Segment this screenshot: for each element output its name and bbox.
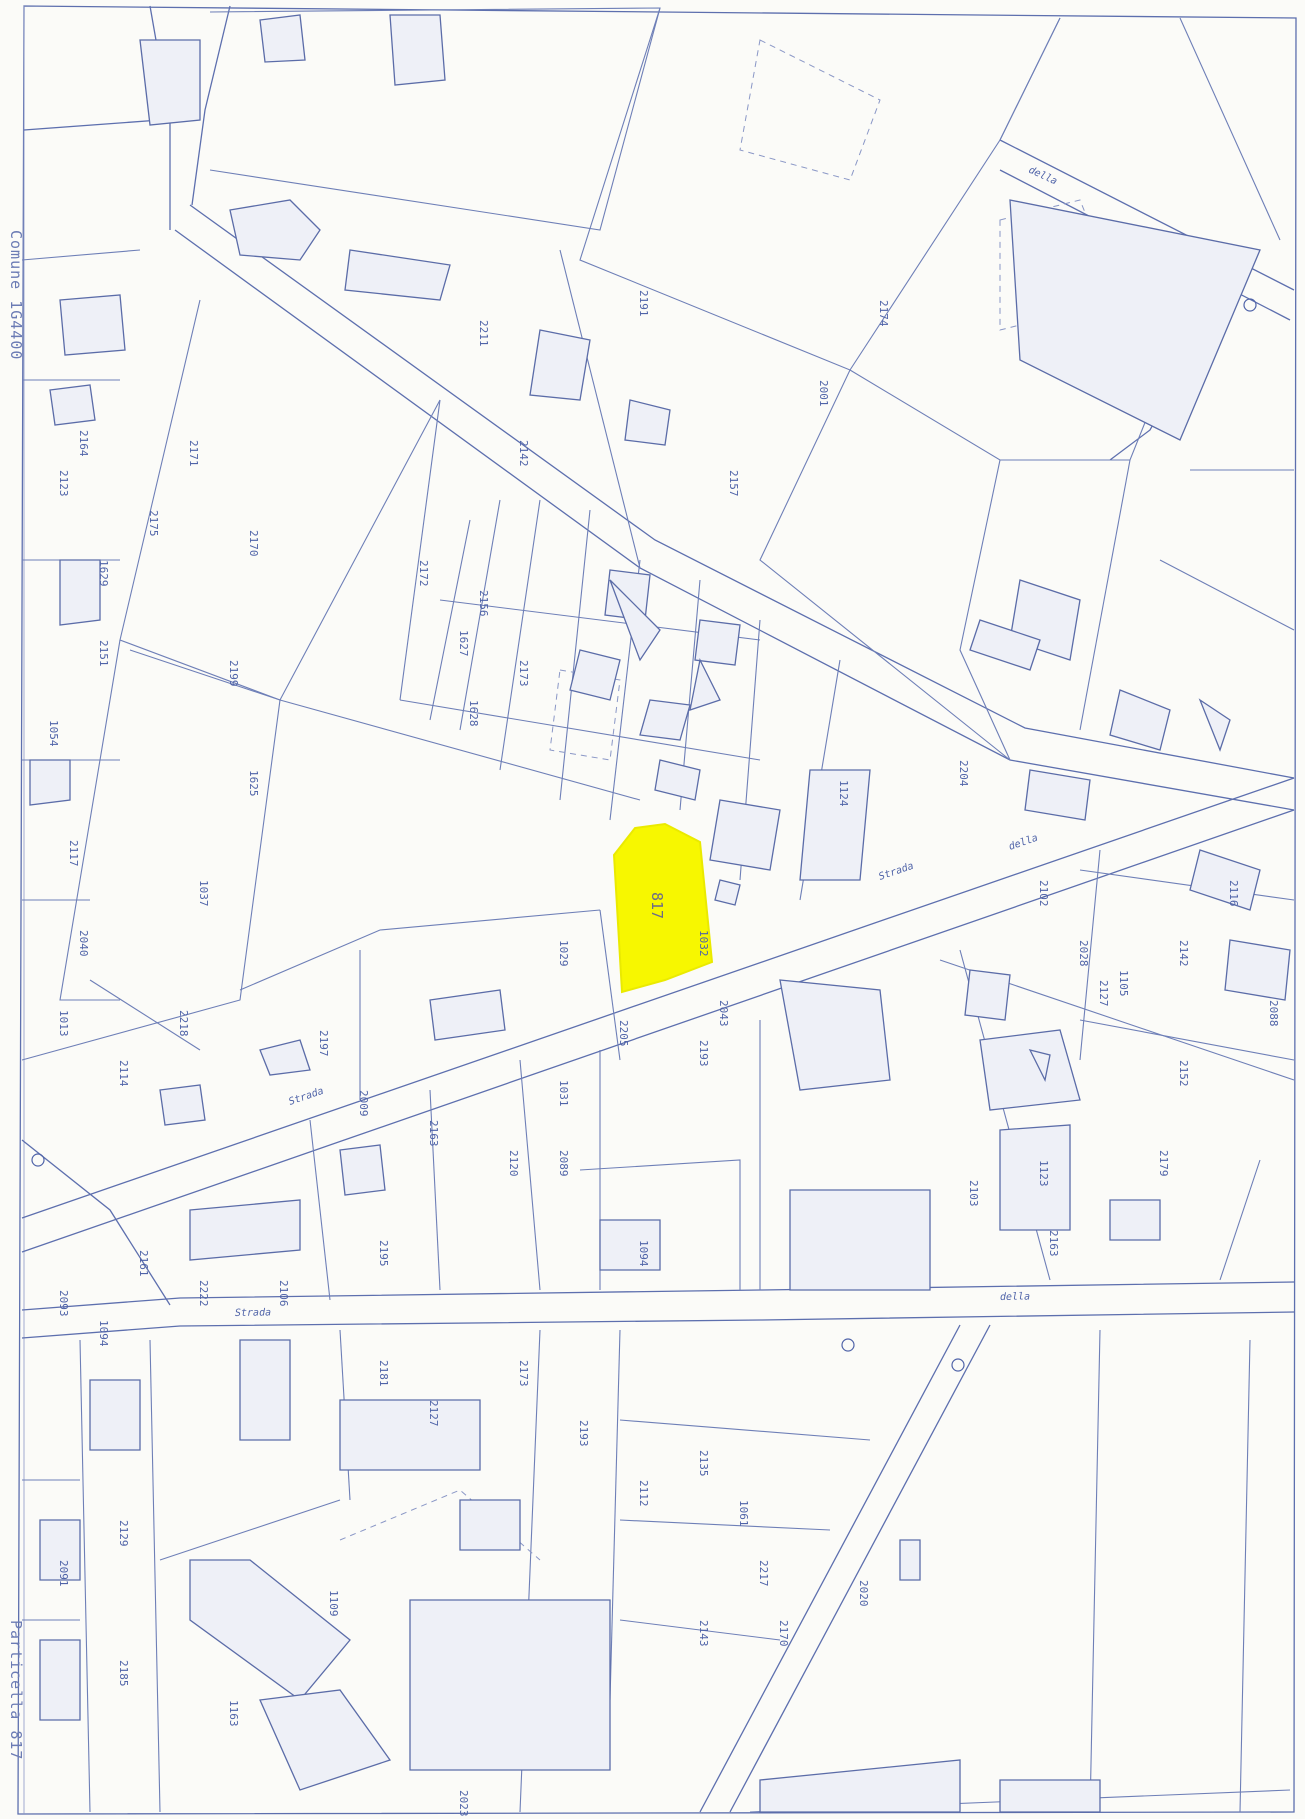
parcel-number: 2195 xyxy=(377,1240,390,1267)
parcel-number: 1625 xyxy=(247,770,260,797)
parcel-number: 1629 xyxy=(97,560,110,587)
parcel-number: 2114 xyxy=(117,1060,130,1087)
parcel-number: 2135 xyxy=(697,1450,710,1477)
parcel-number: 1013 xyxy=(57,1010,70,1037)
parcel-number: 2143 xyxy=(697,1620,710,1647)
parcel-number: 2185 xyxy=(117,1660,130,1687)
parcel-number: 2123 xyxy=(57,470,70,497)
parcel-number: 2191 xyxy=(637,290,650,317)
parcel-number: 2163 xyxy=(427,1120,440,1147)
parcel-number: 2174 xyxy=(877,300,890,327)
parcel-number: 2091 xyxy=(57,1560,70,1587)
parcel-number: 1628 xyxy=(467,700,480,727)
street-label: Strada xyxy=(235,1307,271,1319)
parcel-number: 2089 xyxy=(557,1150,570,1177)
parcel-number: 2116 xyxy=(1227,880,1240,907)
horizontal-road xyxy=(21,1281,1295,1339)
parcel-numbers: 2171 2170 2199 1625 1037 2172 2142 2156 1627 1628… xyxy=(47,290,1280,1817)
parcel-number: 2106 xyxy=(277,1280,290,1307)
parcel-number: 1061 xyxy=(737,1500,750,1527)
parcel-number: 2001 xyxy=(817,380,830,407)
parcel-number: 1109 xyxy=(327,1590,340,1617)
parcel-number: 2088 xyxy=(1267,1000,1280,1027)
parcel-number: 2142 xyxy=(517,440,530,467)
buildings xyxy=(29,14,1291,1813)
parcel-number: 1105 xyxy=(1117,970,1130,997)
parcel-number: 2157 xyxy=(727,470,740,497)
parcel-number: 2164 xyxy=(77,430,90,457)
side-label-upper: Comune 1G4400 xyxy=(7,230,25,360)
parcel-number: 2218 xyxy=(177,1010,190,1037)
parcel-number: 2043 xyxy=(717,1000,730,1027)
survey-markers xyxy=(31,298,1257,1372)
parcel-number: 2170 xyxy=(247,530,260,557)
parcel-number: 2161 xyxy=(137,1250,150,1277)
parcel-boundaries xyxy=(21,7,1295,1813)
parcel-number: 1094 xyxy=(637,1240,650,1267)
parcel-number: 2163 xyxy=(1047,1230,1060,1257)
parcel-number: 1037 xyxy=(197,880,210,907)
parcel-number: 2171 xyxy=(187,440,200,467)
parcel-number: 2112 xyxy=(637,1480,650,1507)
parcel-number: 2127 xyxy=(427,1400,440,1427)
parcel-number: 2217 xyxy=(757,1560,770,1587)
parcel-number: 2173 xyxy=(517,1360,530,1387)
parcel-number: 1029 xyxy=(557,940,570,967)
parcel-number: 2181 xyxy=(377,1360,390,1387)
sheet-frame xyxy=(17,5,1297,1815)
parcel-number: 2204 xyxy=(957,760,970,787)
parcel-number: 2117 xyxy=(67,840,80,867)
parcel-number: 2205 xyxy=(617,1020,630,1047)
parcel-number: 2193 xyxy=(697,1040,710,1067)
parcel-number: 2197 xyxy=(317,1030,330,1057)
parcel-number: 2172 xyxy=(417,560,430,587)
parcel-number: 2103 xyxy=(967,1180,980,1207)
parcel-number: 2120 xyxy=(507,1150,520,1177)
parcel-number: 2152 xyxy=(1177,1060,1190,1087)
parcel-number: 2170 xyxy=(777,1620,790,1647)
parcel-number: 1054 xyxy=(47,720,60,747)
upper-diagonal-road xyxy=(174,204,1295,811)
parcel-number: 2127 xyxy=(1097,980,1110,1007)
parcel-number: 2199 xyxy=(227,660,240,687)
parcel-number: 2179 xyxy=(1157,1150,1170,1177)
parcel-number: 2173 xyxy=(517,660,530,687)
parcel-number: 1627 xyxy=(457,630,470,657)
parcel-number: 2222 xyxy=(197,1280,210,1307)
parcel-number: 2193 xyxy=(577,1420,590,1447)
parcel-number: 2093 xyxy=(57,1290,70,1317)
parcel-number: 2040 xyxy=(77,930,90,957)
parcel-number: 2102 xyxy=(1037,880,1050,907)
parcel-number: 2151 xyxy=(97,640,110,667)
parcel-number: 1094 xyxy=(97,1320,110,1347)
parcel-number: 1031 xyxy=(557,1080,570,1107)
parcel-number: 1124 xyxy=(837,780,850,807)
parcel-number: 2023 xyxy=(457,1790,470,1817)
highlighted-parcel-shape[interactable] xyxy=(612,822,714,994)
parcel-number: 2020 xyxy=(857,1580,870,1607)
parcel-number: 1032 xyxy=(697,930,710,957)
parcel-number: 2156 xyxy=(477,590,490,617)
parcel-number: 2175 xyxy=(147,510,160,537)
parcel-number: 2028 xyxy=(1077,940,1090,967)
side-label-lower: Particella 817 xyxy=(7,1620,25,1760)
parcel-number: 2009 xyxy=(357,1090,370,1117)
highlighted-parcel[interactable]: 817 xyxy=(612,822,714,994)
lower-diagonal-road xyxy=(21,1139,991,1813)
highlighted-parcel-label: 817 xyxy=(648,892,666,919)
street-label: della xyxy=(1000,1291,1030,1303)
parcel-number: 2142 xyxy=(1177,940,1190,967)
parcel-number: 1163 xyxy=(227,1700,240,1727)
parcel-number: 2129 xyxy=(117,1520,130,1547)
parcel-number: 2211 xyxy=(477,320,490,347)
parcel-number: 1123 xyxy=(1037,1160,1050,1187)
main-diagonal-road xyxy=(21,777,1295,1253)
